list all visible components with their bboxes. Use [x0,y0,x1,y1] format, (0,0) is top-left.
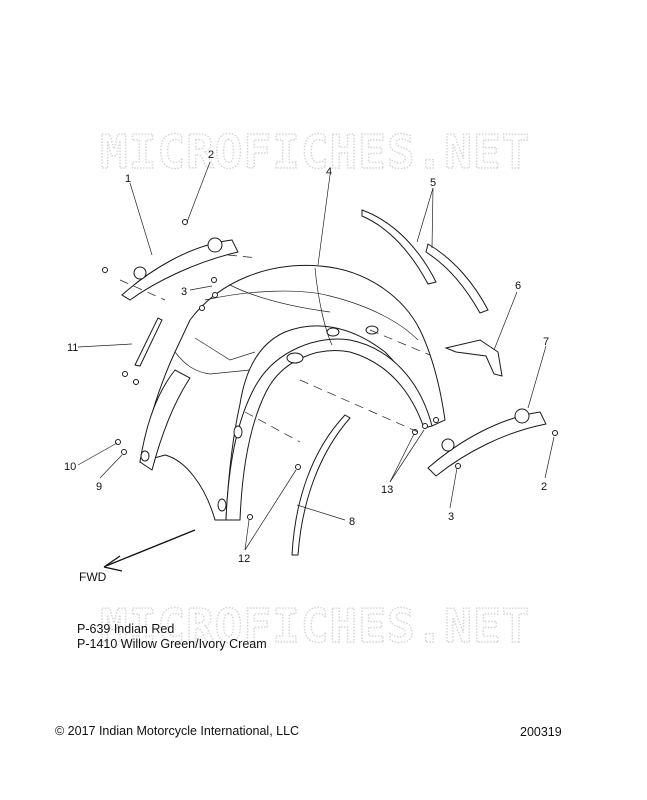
copyright-notice: © 2017 Indian Motorcycle International, … [55,724,300,738]
leader-lines [77,161,555,551]
trim-strip-lower [425,243,489,314]
callout-3: 3 [181,286,187,298]
callout-6: 6 [515,280,521,292]
callout-12: 12 [238,553,250,565]
callout-9: 9 [96,481,102,493]
fender-rail-right [427,408,547,477]
trim-strip-upper [361,209,437,285]
callout-3b: 3 [448,511,454,523]
callout-1: 1 [125,173,131,185]
small-trim-strip [134,317,163,367]
callout-2: 2 [208,149,214,161]
watermark-bottom: MICROFICHES.NET [100,599,530,653]
fender-rail-left [121,237,239,301]
paint-code-1: P-639 Indian Red [77,622,175,636]
forward-label: FWD [79,570,107,584]
hardware-bolts [102,219,558,520]
trim-end-piece [444,339,503,377]
document-number: 200319 [520,725,562,739]
callout-8: 8 [349,516,355,528]
fender-edge-trim [291,414,351,556]
callout-11: 11 [67,342,78,354]
forward-arrow [103,529,196,572]
callout-10: 10 [64,461,76,473]
paint-code-2: P-1410 Willow Green/Ivory Cream [77,637,267,651]
watermark-top: MICROFICHES.NET [100,125,530,179]
callout-5: 5 [430,177,436,189]
front-fender [139,264,446,521]
callout-13: 13 [381,484,393,496]
callout-2b: 2 [541,481,547,493]
callout-7: 7 [543,336,549,348]
assembly-guidelines [119,254,431,443]
callout-4: 4 [326,166,332,178]
